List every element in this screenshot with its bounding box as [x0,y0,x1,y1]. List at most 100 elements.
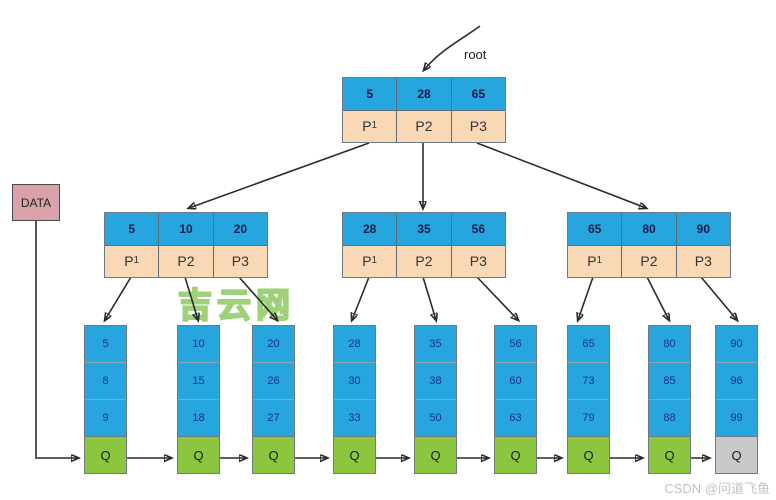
leaf-queue-cell: Q [415,436,456,473]
leaf-value-cell: 96 [716,362,757,399]
leaf-queue-cell: Q [334,436,375,473]
key-cell: 5 [128,221,135,236]
arrow-root-pointer [424,25,481,70]
leaf-value-cell: 88 [649,399,690,436]
pointer-cell: P3 [450,245,505,277]
leaf-node-7: 65 73 79 Q [567,325,610,474]
leaf-queue-cell: Q [495,436,536,473]
arrow-data-to-leaf1 [35,220,78,458]
leaf-values: 90 96 99 [716,326,757,436]
leaf-value-cell: 85 [649,362,690,399]
leaf-value-cell: 33 [334,399,375,436]
key-cell: 20 [212,213,267,245]
key-cell: 28 [396,78,450,110]
arrow-internal-right-p2 [646,276,669,320]
pointer-cell: P3 [675,245,730,277]
leaf-value-cell: 90 [730,338,743,350]
pointer-label: P2 [415,118,433,135]
pointer-cell: P2 [158,245,212,277]
key-cell: 10 [158,213,212,245]
pointer-cell: P3 [212,245,267,277]
pointer-label: P2 [177,253,195,270]
pointer-label: P2 [640,253,658,270]
leaf-value-cell: 9 [85,399,126,436]
leaf-value-cell: 28 [348,338,361,350]
leaf-queue-cell: Q [649,436,690,473]
leaf-value-cell: 80 [663,338,676,350]
leaf-node-1: 5 8 9 Q [84,325,127,474]
leaf-value-cell: 5 [102,338,109,350]
internal-keys-row: 5 10 20 [105,213,267,246]
data-box: DATA [12,184,60,221]
arrow-internal-right-p1 [578,276,594,320]
leaf-value-cell: 26 [253,362,294,399]
leaf-value-cell: 63 [495,399,536,436]
leaf-node-2: 10 15 18 Q [177,325,220,474]
leaf-value-cell: 50 [415,399,456,436]
pointer-cell: P2 [396,245,450,277]
leaf-value-cell: 8 [85,362,126,399]
arrow-root-to-internal-left [189,142,370,208]
watermark-footer: CSDN @问道飞鱼 [664,481,770,496]
root-label: root [464,47,487,62]
key-cell: 28 [362,221,377,236]
pointer-label: P [124,253,134,270]
pointer-label: P3 [469,118,487,135]
leaf-queue-cell: Q [568,436,609,473]
leaf-value-cell: 56 [509,338,522,350]
key-cell: 56 [450,213,505,245]
leaf-node-3: 20 26 27 Q [252,325,295,474]
pointer-label: P3 [694,253,712,270]
internal-keys-row: 28 35 56 [343,213,505,246]
leaf-value-cell: 18 [178,399,219,436]
pointer-label: P3 [231,253,249,270]
key-cell: 35 [396,213,450,245]
leaf-value-cell: 20 [267,338,280,350]
leaf-value-cell: 35 [429,338,442,350]
pointer-cell: P3 [450,110,505,142]
key-cell: 65 [587,221,602,236]
pointer-cell: P2 [396,110,450,142]
arrow-internal-middle-p1 [352,276,370,320]
leaf-value-cell: 30 [334,362,375,399]
leaf-queue-cell: Q [85,436,126,473]
leaf-values: 10 15 18 [178,326,219,436]
leaf-node-4: 28 30 33 Q [333,325,376,474]
key-cell: 80 [621,213,675,245]
leaf-node-8: 80 85 88 Q [648,325,691,474]
leaf-value-cell: 10 [192,338,205,350]
leaf-queue-cell: Q [716,436,757,473]
leaf-value-cell: 27 [253,399,294,436]
leaf-values: 20 26 27 [253,326,294,436]
arrow-internal-left-p3 [238,276,277,320]
pointer-label: P [587,253,597,270]
leaf-values: 56 60 63 [495,326,536,436]
internal-keys-row: 65 80 90 [568,213,730,246]
leaf-values: 65 73 79 [568,326,609,436]
leaf-value-cell: 99 [716,399,757,436]
arrow-internal-right-p3 [700,276,737,320]
leaf-queue-cell: Q [178,436,219,473]
arrow-internal-middle-p3 [476,276,518,320]
leaf-value-cell: 15 [178,362,219,399]
arrow-internal-middle-p2 [422,276,436,320]
leaf-values: 28 30 33 [334,326,375,436]
arrow-root-to-internal-right [476,142,646,208]
leaf-queue-cell: Q [253,436,294,473]
key-cell: 90 [675,213,730,245]
root-keys-row: 5 28 65 [343,78,505,111]
pointer-label: P [362,118,372,135]
